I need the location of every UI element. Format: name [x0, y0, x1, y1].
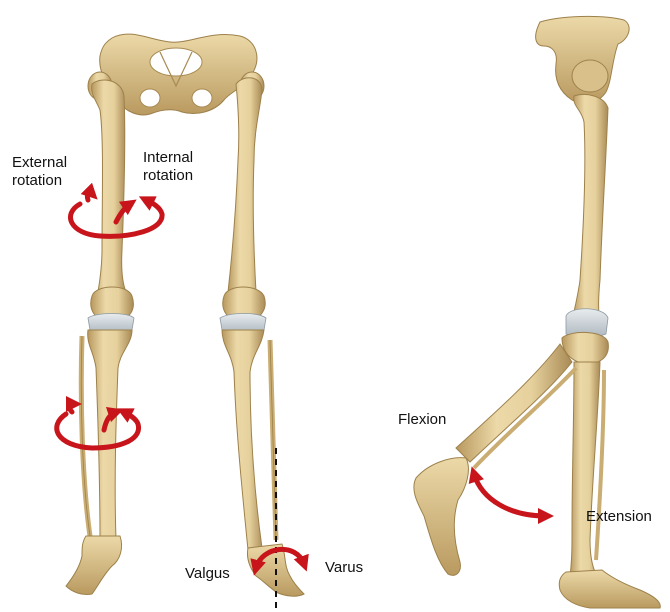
flexion-extension-arrow	[474, 474, 546, 516]
varus-label: Varus	[325, 559, 363, 577]
femur-front-right	[228, 78, 262, 292]
foot-side-extended	[559, 570, 660, 608]
extension-label: Extension	[586, 508, 652, 526]
tibia-fibula-front-left	[81, 330, 132, 540]
internal-rotation-label: Internal rotation	[143, 149, 193, 185]
pelvis-side	[536, 16, 629, 103]
tibia-side-flexed	[456, 344, 576, 468]
external-rotation-line1: External	[12, 154, 67, 172]
internal-rotation-line1: Internal	[143, 149, 193, 167]
knee-side	[562, 309, 608, 364]
foot-side-flexed	[414, 458, 469, 576]
valgus-label: Valgus	[185, 565, 230, 583]
knee-front-right	[220, 287, 266, 333]
tibia-side-extended	[570, 362, 604, 576]
external-rotation-line2: rotation	[12, 172, 67, 190]
external-rotation-label: External rotation	[12, 154, 67, 190]
knee-front-left	[88, 287, 134, 333]
internal-rotation-line2: rotation	[143, 167, 193, 185]
tibia-fibula-front-right	[222, 330, 276, 550]
foot-front-left	[66, 536, 122, 595]
femur-front-left	[92, 80, 126, 292]
flexion-label: Flexion	[398, 411, 446, 429]
femur-side	[572, 95, 608, 323]
